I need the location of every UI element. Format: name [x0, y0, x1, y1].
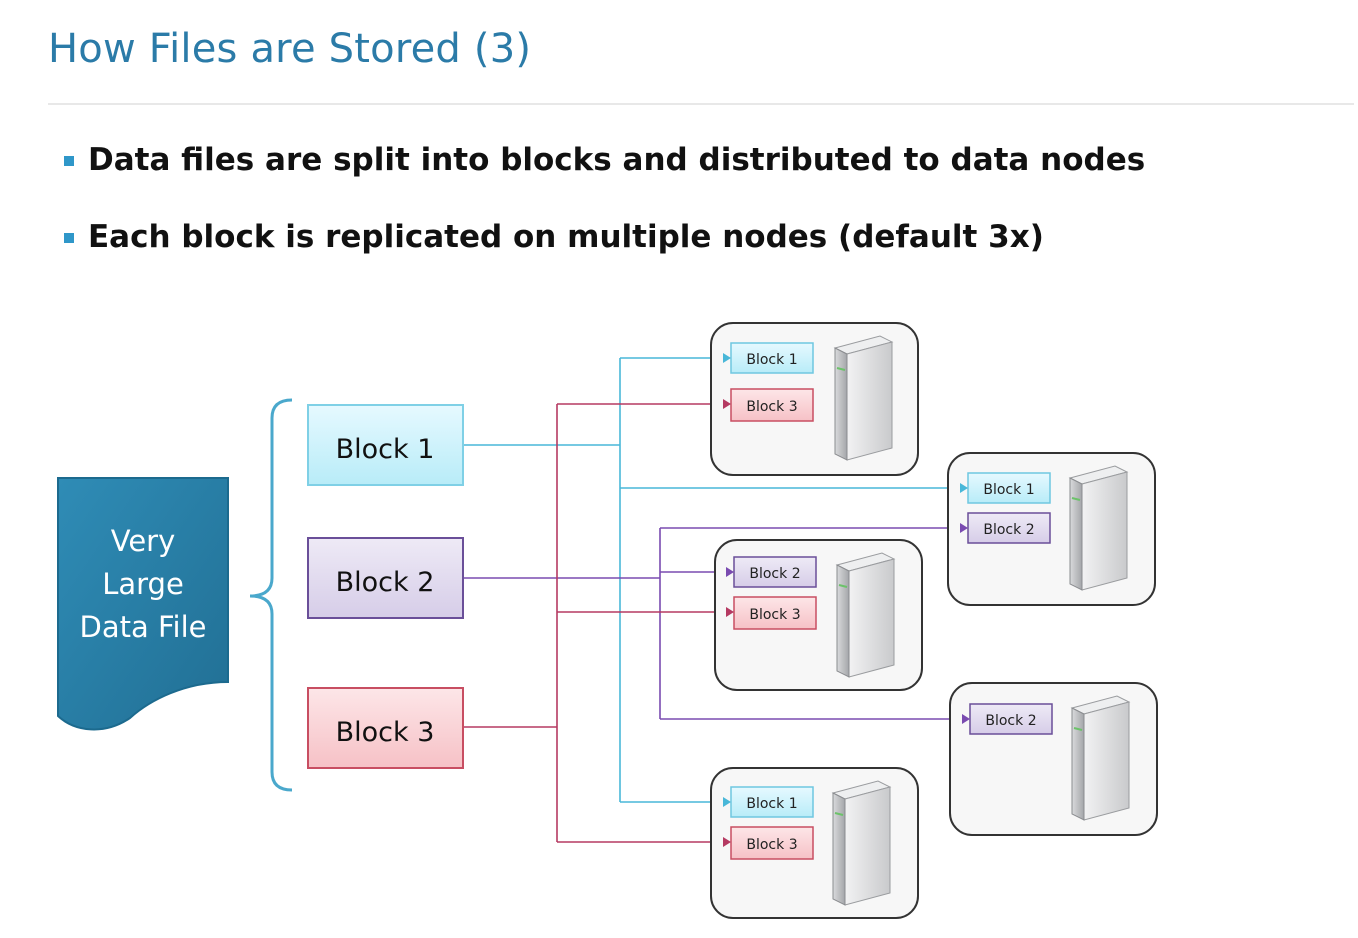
- data-node-4: Block 2: [949, 682, 1158, 836]
- arrow-head-icon: [723, 353, 731, 363]
- arrow-head-icon: [726, 567, 734, 577]
- replica-label: Block 3: [749, 607, 800, 623]
- block2-connectors: [463, 527, 966, 720]
- data-file-shape: Very Large Data File: [57, 477, 229, 731]
- source-block-1: Block 1: [307, 404, 464, 486]
- replica-block-3: [733, 596, 817, 630]
- replica-block-1: [730, 786, 814, 818]
- arrow-head-icon: [960, 483, 968, 493]
- replica-block-2: [733, 556, 817, 588]
- data-node-3: Block 2 Block 3: [714, 539, 923, 691]
- arrow-head-icon: [962, 714, 970, 724]
- bullet-square-icon: [64, 233, 74, 243]
- replica-label: Block 1: [746, 796, 797, 812]
- server-icon: [833, 335, 894, 461]
- replica-block-2: [969, 703, 1053, 735]
- arrow-head-icon: [726, 607, 734, 617]
- title-divider: [48, 103, 1354, 105]
- block-label: Block 3: [336, 717, 435, 748]
- replica-label: Block 1: [746, 352, 797, 368]
- server-icon: [831, 780, 892, 906]
- data-node-5: Block 1 Block 3: [710, 767, 919, 919]
- block3-connectors: [463, 403, 731, 843]
- server-icon: [1070, 695, 1131, 821]
- bullet-text: Data files are split into blocks and dis…: [88, 142, 1146, 178]
- curly-bracket: [249, 398, 293, 792]
- bullet-text: Each block is replicated on multiple nod…: [88, 219, 1044, 255]
- block-label: Block 2: [336, 567, 435, 598]
- file-label-line: Large: [102, 567, 184, 601]
- server-icon: [835, 552, 896, 678]
- replica-label: Block 1: [983, 482, 1034, 498]
- replica-label: Block 3: [746, 837, 797, 853]
- connector-lines: [463, 357, 966, 843]
- file-label-line: Data File: [80, 610, 207, 644]
- replica-label: Block 3: [746, 399, 797, 415]
- replica-block-3: [730, 826, 814, 860]
- source-block-2: Block 2: [307, 537, 464, 619]
- arrow-head-icon: [723, 837, 731, 847]
- replica-block-1: [967, 472, 1051, 504]
- bullet-square-icon: [64, 156, 74, 166]
- replica-block-3: [730, 388, 814, 422]
- replica-label: Block 2: [983, 522, 1034, 538]
- replica-label: Block 2: [749, 566, 800, 582]
- arrow-head-icon: [723, 797, 731, 807]
- replica-block-1: [730, 342, 814, 374]
- arrow-head-icon: [960, 523, 968, 533]
- replica-label: Block 2: [985, 713, 1036, 729]
- slide-title: How Files are Stored (3): [48, 26, 532, 72]
- source-block-3: Block 3: [307, 687, 464, 769]
- file-label-line: Very: [111, 524, 176, 558]
- data-node-2: Block 1 Block 2: [947, 452, 1156, 606]
- block-label: Block 1: [336, 434, 435, 465]
- bullet-item: Data files are split into blocks and dis…: [64, 142, 1145, 178]
- bullet-item: Each block is replicated on multiple nod…: [64, 219, 1044, 255]
- arrow-head-icon: [723, 399, 731, 409]
- server-icon: [1068, 465, 1129, 591]
- data-node-1: Block 1 Block 3: [710, 322, 919, 476]
